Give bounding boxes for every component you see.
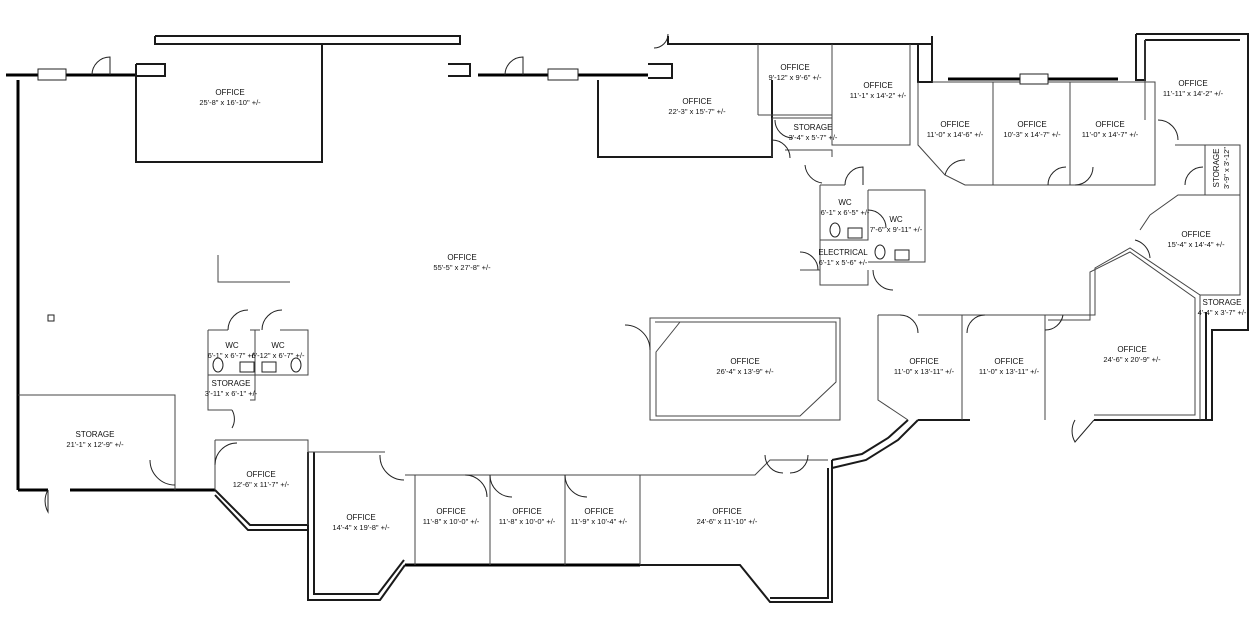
room-name: WC xyxy=(838,198,852,207)
fixtures xyxy=(212,222,910,373)
room-dimensions: 9'-12" x 9'-6" +/- xyxy=(768,73,822,82)
room-dimensions: 12'-6" x 11'-7" +/- xyxy=(233,480,290,489)
room-name: OFFICE xyxy=(730,357,759,366)
room-name: OFFICE xyxy=(712,507,741,516)
room-dimensions: 10'-3" x 14'-7" +/- xyxy=(1003,130,1061,139)
room-dimensions: 24'-6" x 11'-10" +/- xyxy=(697,517,758,526)
room-name: OFFICE xyxy=(215,88,244,97)
room-dimensions: 11'-11" x 14'-2" +/- xyxy=(1163,89,1224,98)
room-dimensions: 24'-6" x 20'-9" +/- xyxy=(1103,355,1161,364)
room-name: OFFICE xyxy=(994,357,1023,366)
room-dimensions: 6'-12" x 6'-7" +/- xyxy=(251,351,305,360)
room-dimensions: 11'-9" x 10'-4" +/- xyxy=(571,517,628,526)
windows xyxy=(37,68,1049,322)
room-name: OFFICE xyxy=(1178,79,1207,88)
room-name: OFFICE xyxy=(1181,230,1210,239)
room-name: WC xyxy=(271,341,285,350)
room-dimensions: 25'-8" x 16'-10" +/- xyxy=(199,98,261,107)
room-name: ELECTRICAL xyxy=(818,248,868,257)
room-name: OFFICE xyxy=(863,81,892,90)
room-dimensions: 11'-0" x 13'-11" +/- xyxy=(894,367,955,376)
room-wc-label: WC6'-1" x 6'-7" +/- xyxy=(208,341,257,360)
room-dimensions: 21'-1" x 12'-9" +/- xyxy=(66,440,124,449)
room-dimensions: 11'-8" x 10'-0" +/- xyxy=(423,517,480,526)
room-name: OFFICE xyxy=(940,120,969,129)
room-name: OFFICE xyxy=(447,253,476,262)
room-dimensions: 6'-1" x 6'-5" +/- xyxy=(821,208,870,217)
room-wc-label: WC7'-6" x 9'-11" +/- xyxy=(870,215,923,234)
room-dimensions: 6'-1" x 6'-7" +/- xyxy=(208,351,257,360)
room-dimensions: 11'-0" x 14'-7" +/- xyxy=(1082,130,1139,139)
room-dimensions: 22'-3" x 15'-7" +/- xyxy=(668,107,726,116)
room-name: STORAGE xyxy=(1203,298,1242,307)
room-name: OFFICE xyxy=(584,507,613,516)
room-name: OFFICE xyxy=(512,507,541,516)
room-name: WC xyxy=(225,341,239,350)
room-name: OFFICE xyxy=(1117,345,1146,354)
room-dimensions: 3'-9" x 3'-12" xyxy=(1222,147,1231,189)
room-dimensions: 3'-11" x 6'-1" +/- xyxy=(205,389,258,398)
room-dimensions: 6'-1" x 5'-6" +/- xyxy=(819,258,868,267)
room-name: OFFICE xyxy=(682,97,711,106)
room-dimensions: 11'-1" x 14'-2" +/- xyxy=(850,91,907,100)
room-dimensions: 14'-4" x 19'-8" +/- xyxy=(332,523,390,532)
room-name: STORAGE xyxy=(794,123,833,132)
room-wc-label: WC6'-12" x 6'-7" +/- xyxy=(251,341,305,360)
room-dimensions: 11'-0" x 13'-11" +/- xyxy=(979,367,1040,376)
room-name: OFFICE xyxy=(1017,120,1046,129)
room-dimensions: 7'-6" x 9'-11" +/- xyxy=(870,225,923,234)
room-dimensions: 4'-4" x 3'-7" +/- xyxy=(1198,308,1247,317)
room-name: STORAGE xyxy=(212,379,251,388)
interior-walls xyxy=(18,40,1241,565)
room-name: STORAGE xyxy=(76,430,115,439)
room-wc-label: WC6'-1" x 6'-5" +/- xyxy=(821,198,870,217)
room-name: OFFICE xyxy=(1095,120,1124,129)
room-name: WC xyxy=(889,215,903,224)
room-dimensions: 11'-8" x 10'-0" +/- xyxy=(499,517,556,526)
room-name: OFFICE xyxy=(436,507,465,516)
room-dimensions: 3'-4" x 5'-7" +/- xyxy=(789,133,838,142)
room-dimensions: 26'-4" x 13'-9" +/- xyxy=(716,367,774,376)
room-name: OFFICE xyxy=(909,357,938,366)
room-dimensions: 55'-5" x 27'-8" +/- xyxy=(433,263,491,272)
room-name: OFFICE xyxy=(780,63,809,72)
doors xyxy=(44,33,1204,514)
exterior-walls xyxy=(6,33,1249,603)
room-name: OFFICE xyxy=(246,470,275,479)
room-name: STORAGE xyxy=(1212,149,1221,188)
room-dimensions: 15'-4" x 14'-4" +/- xyxy=(1167,240,1225,249)
room-dimensions: 11'-0" x 14'-6" +/- xyxy=(927,130,984,139)
room-name: OFFICE xyxy=(346,513,375,522)
